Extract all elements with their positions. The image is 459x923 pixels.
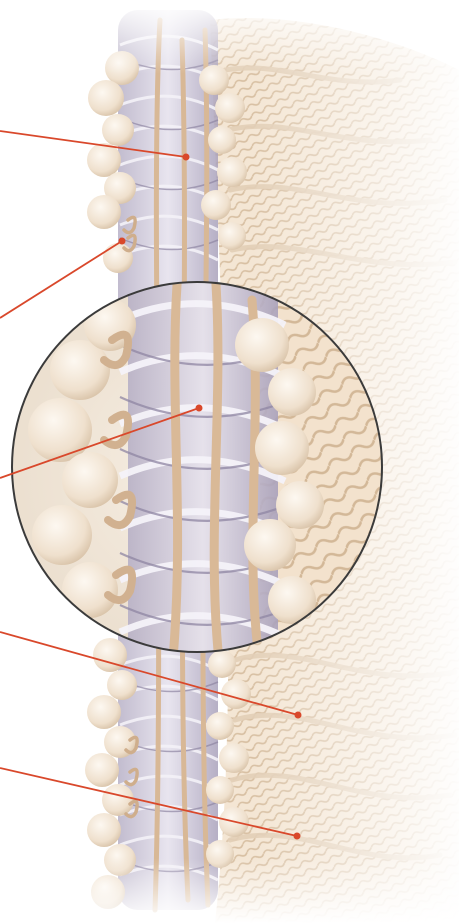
callout-anchor-dot xyxy=(196,405,203,412)
callout-anchor-dot xyxy=(119,238,126,245)
callout-anchor-dot xyxy=(295,712,302,719)
callout-anchor-dot xyxy=(294,833,301,840)
callout-anchor-dot xyxy=(183,154,190,161)
